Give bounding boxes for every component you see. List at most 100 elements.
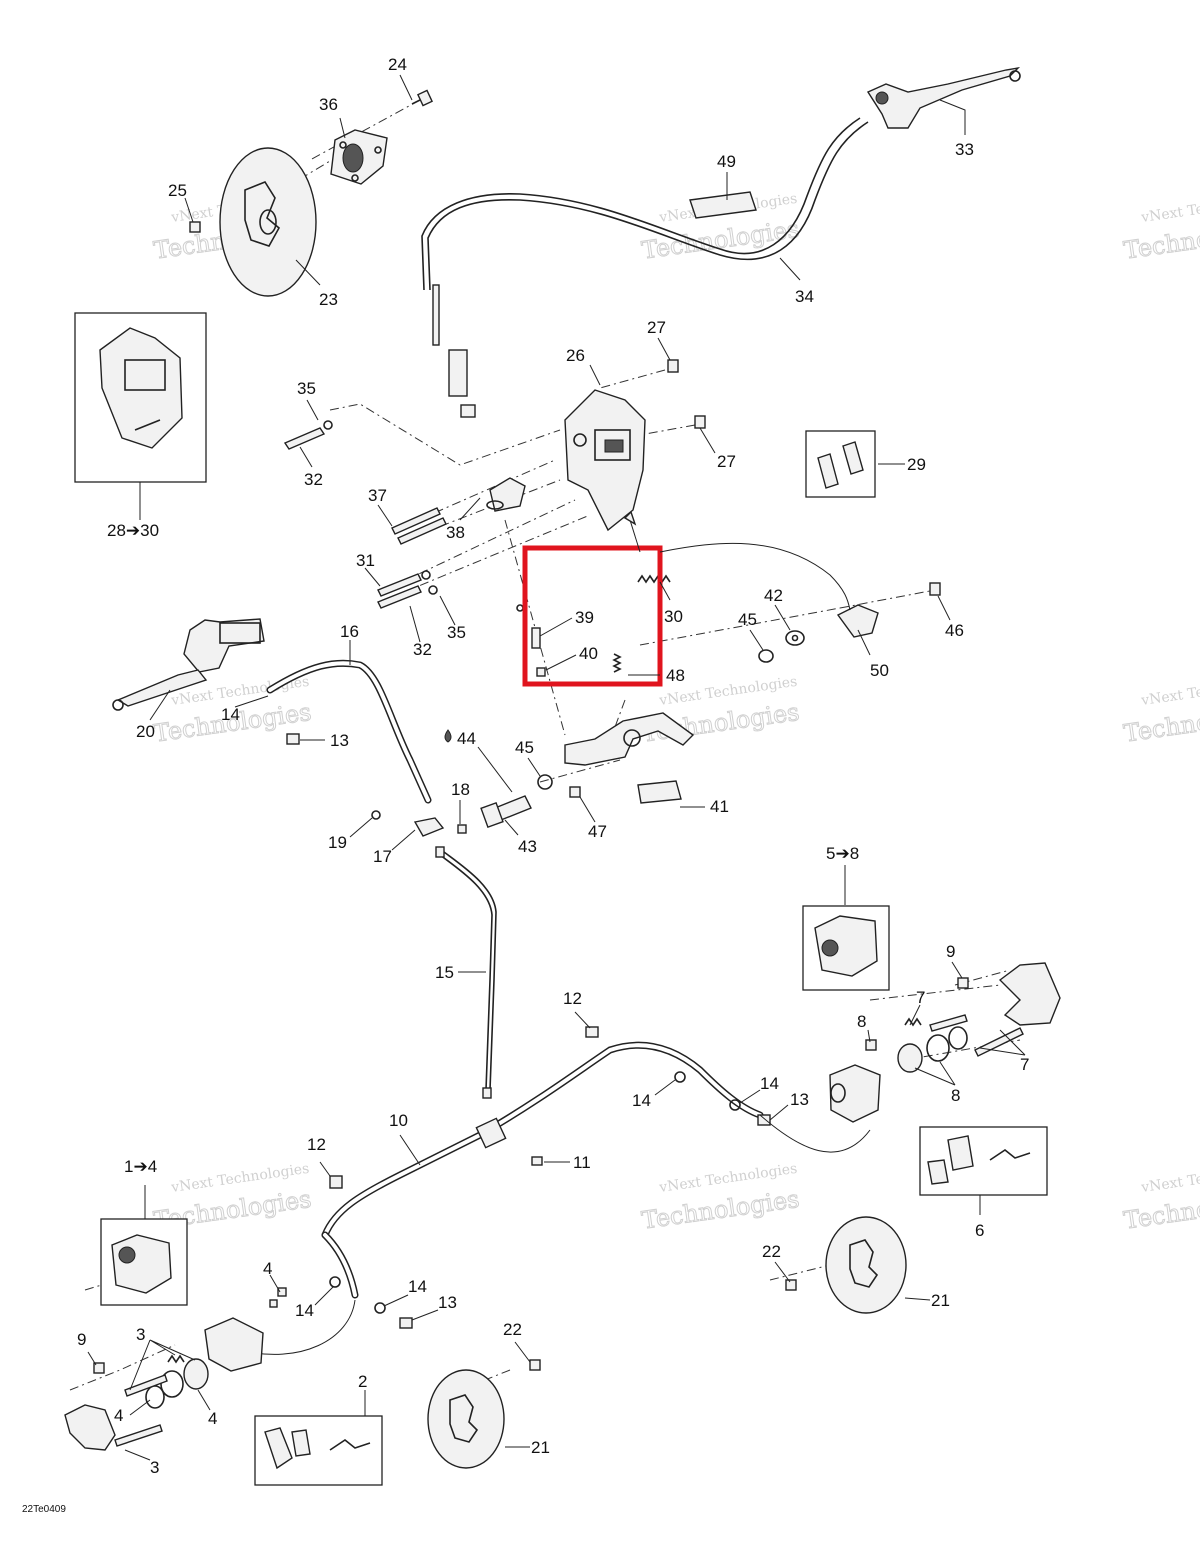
cable-34 xyxy=(427,121,869,291)
disc-21-right xyxy=(825,1216,907,1314)
cable-clip-49 xyxy=(689,191,757,219)
brake-line-15 xyxy=(439,854,493,1091)
callout-9-right: 9 xyxy=(946,942,955,961)
callout-2: 2 xyxy=(358,1372,367,1391)
bolt-24 xyxy=(411,89,433,107)
clip-50 xyxy=(836,604,879,638)
caliper-inset-right xyxy=(814,915,878,977)
bleeder-4 xyxy=(269,1287,287,1308)
bolt-9a xyxy=(957,977,969,989)
nut-40 xyxy=(536,667,546,677)
tee-fitting xyxy=(475,1117,507,1149)
handlebar-lever-33 xyxy=(866,66,1021,129)
callout-20: 20 xyxy=(136,722,155,741)
bolt-27-upper xyxy=(667,359,679,373)
bolt-22b xyxy=(529,1359,541,1371)
callout-13-left: 13 xyxy=(438,1293,457,1312)
washer-45b xyxy=(537,774,553,790)
svg-text:vNext Technologies: vNext Technologies xyxy=(1139,191,1200,226)
callout-43: 43 xyxy=(518,837,537,856)
caliper-feed-right xyxy=(759,1114,871,1153)
callout-3-lower: 3 xyxy=(150,1458,159,1477)
washer-42 xyxy=(785,630,805,646)
bolt-11 xyxy=(531,1156,543,1166)
callout-25: 25 xyxy=(168,181,187,200)
nut-12b xyxy=(329,1175,343,1189)
caliper-bracket-right xyxy=(998,962,1061,1026)
callout-50: 50 xyxy=(870,661,889,680)
disc-21-left xyxy=(427,1369,505,1469)
callout-14-upper: 14 xyxy=(221,705,240,724)
callout-13-right: 13 xyxy=(790,1090,809,1109)
caliper-inset xyxy=(99,327,183,449)
diagram-code: 22Te0409 xyxy=(22,1504,66,1515)
callout-30: 30 xyxy=(664,607,683,626)
callout-14-left-a: 14 xyxy=(408,1277,427,1296)
bolt-27-lower xyxy=(694,415,706,429)
callout-21-right: 21 xyxy=(931,1291,950,1310)
callout-26: 26 xyxy=(566,346,585,365)
callout-48: 48 xyxy=(666,666,685,685)
upper-brake-disc xyxy=(219,147,317,297)
callout-10: 10 xyxy=(389,1111,408,1130)
callout-4-top: 4 xyxy=(263,1259,272,1278)
caliper-inset-left xyxy=(111,1234,172,1294)
cable-34-inner xyxy=(421,117,861,291)
arrow-to-caliper xyxy=(629,519,641,553)
callout-14-right-a: 14 xyxy=(632,1091,651,1110)
callout-45-upper: 45 xyxy=(738,610,757,629)
hose-clamp-17 xyxy=(371,810,467,837)
callout-19: 19 xyxy=(328,833,347,852)
caliper-bracket-left xyxy=(64,1404,116,1451)
callout-35-upper: 35 xyxy=(297,379,316,398)
callout-23: 23 xyxy=(319,290,338,309)
pistons-left xyxy=(145,1354,209,1409)
callout-38: 38 xyxy=(446,523,465,542)
callout-8-lower: 8 xyxy=(951,1086,960,1105)
callout-46: 46 xyxy=(945,621,964,640)
banjo-14-13-left xyxy=(329,1276,413,1329)
callout-1-4: 1➔4 xyxy=(124,1157,157,1176)
callout-27-lower: 27 xyxy=(717,452,736,471)
callout-24: 24 xyxy=(388,55,407,74)
callout-8-upper: 8 xyxy=(857,1012,866,1031)
callout-14-right-b: 14 xyxy=(760,1074,779,1093)
callout-11: 11 xyxy=(573,1153,591,1172)
callout-49: 49 xyxy=(717,152,736,171)
callout-22-right: 22 xyxy=(762,1242,781,1261)
bolt-25 xyxy=(189,221,201,233)
nut-47 xyxy=(569,786,581,798)
screws-37 xyxy=(391,507,447,545)
callout-45-lower: 45 xyxy=(515,738,534,757)
callout-15: 15 xyxy=(435,963,454,982)
caliper-right xyxy=(829,1064,881,1123)
callout-34: 34 xyxy=(795,287,814,306)
callout-4-right: 4 xyxy=(208,1409,217,1428)
spring-48 xyxy=(612,653,622,673)
hub xyxy=(330,129,388,185)
callout-32-lower: 32 xyxy=(413,640,432,659)
callout-36: 36 xyxy=(319,95,338,114)
bleeder-8 xyxy=(865,1039,877,1051)
callout-27-upper: 27 xyxy=(647,318,666,337)
mechanical-caliper-26 xyxy=(564,389,646,532)
nut-12a xyxy=(585,1026,599,1038)
callout-6: 6 xyxy=(975,1221,984,1240)
callout-44: 44 xyxy=(457,729,476,748)
master-cylinder-20 xyxy=(112,618,265,711)
callout-35-lower: 35 xyxy=(447,623,466,642)
pistons-right xyxy=(897,1026,968,1073)
callout-12-lower: 12 xyxy=(307,1135,326,1154)
screws-31 xyxy=(377,570,438,609)
callout-32-upper: 32 xyxy=(304,470,323,489)
arrow-head xyxy=(623,510,637,526)
callout-7-upper: 7 xyxy=(916,988,925,1007)
fitting-upper xyxy=(435,846,445,858)
brake-pads xyxy=(817,441,864,489)
callout-9-left: 9 xyxy=(77,1330,86,1349)
callout-31: 31 xyxy=(356,551,375,570)
screw-32-upper xyxy=(283,420,333,450)
callout-40: 40 xyxy=(579,644,598,663)
callout-39: 39 xyxy=(575,608,594,627)
